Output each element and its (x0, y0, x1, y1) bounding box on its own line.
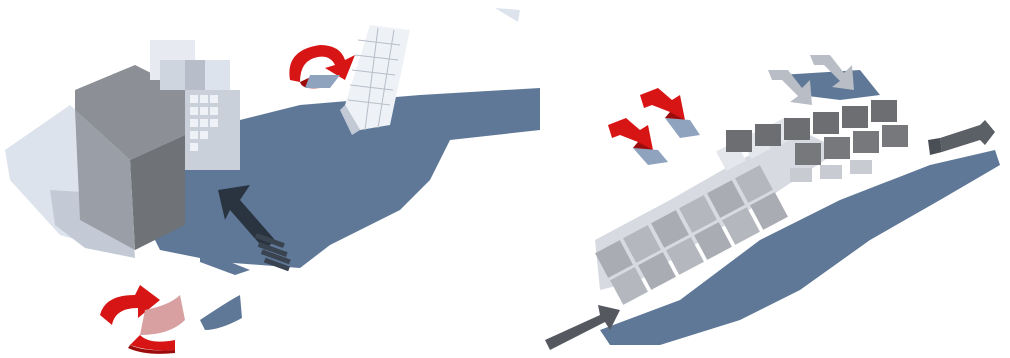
corner-fragment (495, 8, 520, 22)
bottom-arrow-shadow (200, 295, 242, 330)
red-push-arrows (608, 88, 700, 165)
left-illustration (0, 0, 540, 358)
red-rotation-arrow-bottom (100, 285, 185, 354)
dark-arrow-right (928, 120, 995, 155)
gray-arrow-lower-left (545, 305, 620, 350)
left-panel (0, 0, 540, 358)
red-rotation-arrow-top (289, 45, 355, 88)
right-illustration (540, 0, 1010, 358)
right-panel (540, 0, 1010, 358)
